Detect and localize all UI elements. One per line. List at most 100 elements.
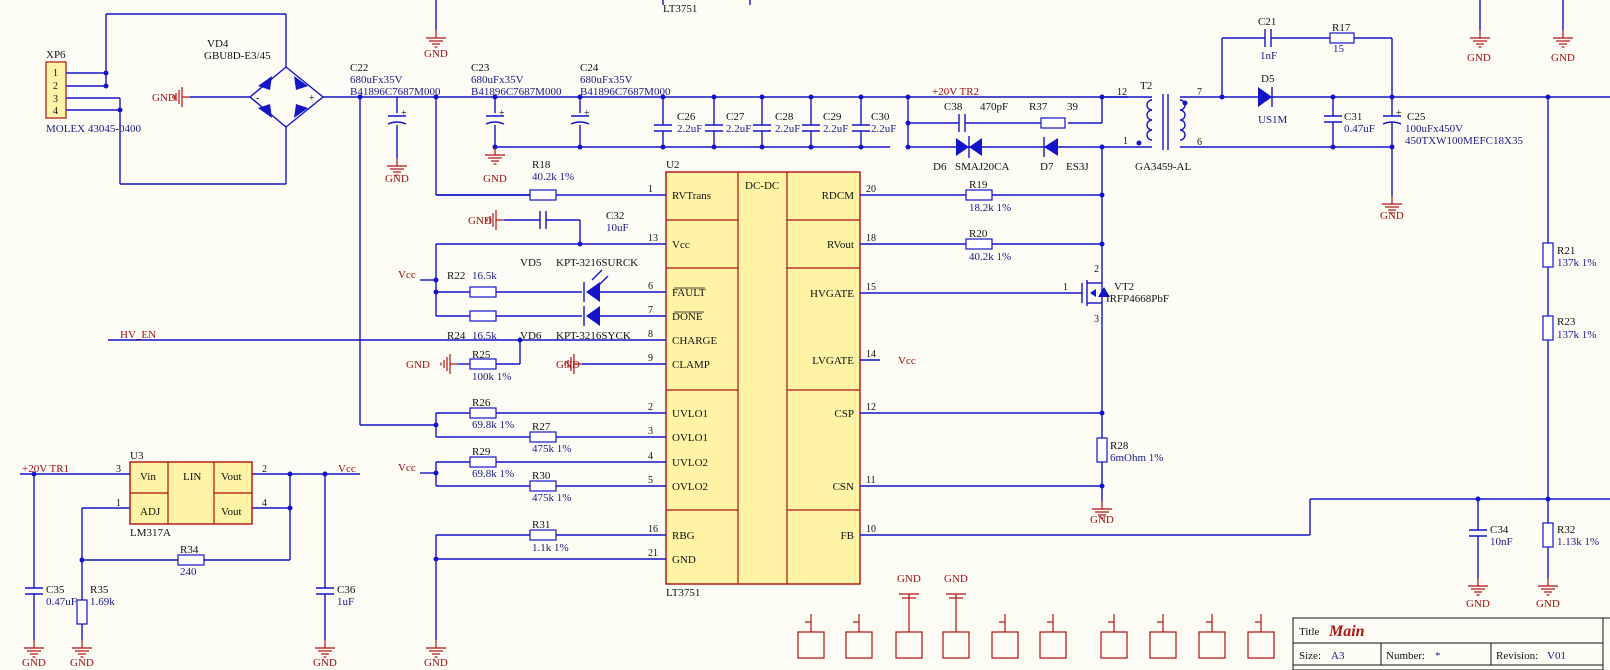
r24-value: 16.5k (472, 330, 497, 342)
d7-value: ES3J (1066, 161, 1089, 173)
r17-ref: R17 (1332, 22, 1351, 34)
transformer-t2: T2 GA3459-AL 12 1 7 6 (1102, 80, 1390, 173)
r26-ref: R26 (472, 397, 491, 409)
capacitor-c27: C27 2.2uF (704, 111, 751, 135)
tvs-diode-d6: D6 SMAJ20CA (933, 136, 1009, 173)
vd4-value: GBU8D-E3/45 (204, 50, 271, 62)
u2-pin-name: CSN (833, 481, 854, 493)
r30-value: 475k 1% (532, 492, 571, 504)
r25-value: 100k 1% (472, 371, 511, 383)
u2-pin-name: RDCM (822, 190, 855, 202)
c26-ref: C26 (677, 111, 696, 123)
resistor-r29: R29 69.8k 1% (469, 446, 514, 480)
title-value: Main (1328, 623, 1365, 640)
u2-pin-name: GND (672, 554, 696, 566)
gnd-symbol (1552, 29, 1574, 48)
u2-pin-number: 7 (648, 305, 653, 316)
r19-ref: R19 (969, 179, 988, 191)
c24-part: B41896C7687M000 (580, 86, 671, 98)
gnd-label: GND (1090, 514, 1114, 526)
vd6-value: KPT-3216SYCK (556, 330, 631, 342)
c28-ref: C28 (775, 111, 794, 123)
ic-u3: Vin ADJ LIN Vout Vout U3 LM317A 3 1 2 4 (116, 450, 267, 539)
test-point-row: GND GND (797, 573, 1275, 659)
u2-pin-name: LVGATE (812, 355, 854, 367)
r18-value: 40.2k 1% (532, 171, 574, 183)
r23-value: 137k 1% (1557, 329, 1596, 341)
gnd-label: GND (1467, 52, 1491, 64)
capacitor-c21: C21 1nF (1258, 16, 1277, 62)
c36-ref: C36 (337, 584, 356, 596)
capacitor-c34: C34 10nF (1468, 524, 1513, 548)
d6-ref: D6 (933, 161, 947, 173)
resistor-r25: R25 100k 1% (469, 349, 511, 383)
c35-value: 0.47uF (46, 596, 77, 608)
r26-value: 69.8k 1% (472, 419, 514, 431)
c27-ref: C27 (726, 111, 745, 123)
resistor-r22: R22 16.5k (447, 270, 497, 298)
capacitor-c35: C35 0.47uF (24, 584, 77, 608)
resistor-r18: R18 40.2k 1% (529, 159, 574, 201)
u2-pin-name: UVLO2 (672, 457, 708, 469)
c22-value: 680uFx35V (350, 74, 403, 86)
r29-value: 69.8k 1% (472, 468, 514, 480)
led-vd5: VD5 KPT-3216SURCK (520, 257, 638, 302)
vt2-value: IRFP4668PbF (1106, 293, 1169, 305)
c38-ref: C38 (944, 101, 963, 113)
gnd-symbol (314, 639, 336, 658)
c25-ref: C25 (1407, 111, 1426, 123)
r37-ref: R37 (1029, 101, 1048, 113)
r25-ref: R25 (472, 349, 491, 361)
c28-value: 2.2uF (775, 123, 800, 135)
c27-value: 2.2uF (726, 123, 751, 135)
r22-ref: R22 (447, 270, 465, 282)
r19-value: 18.2k 1% (969, 202, 1011, 214)
c34-ref: C34 (1490, 524, 1509, 536)
c21-ref: C21 (1258, 16, 1276, 28)
c25-part: 450TXW100MEFC18X35 (1405, 135, 1523, 147)
gnd-symbol (425, 29, 447, 48)
d5-value: US1M (1258, 114, 1288, 126)
u3-pin-1: 1 (116, 498, 121, 509)
mosfet-vt2: VT2 IRFP4668PbF 1 2 3 (1063, 264, 1169, 325)
svg-text:-: - (256, 93, 259, 104)
u3-adj: ADJ (140, 506, 161, 518)
u3-value: LM317A (130, 527, 171, 539)
resistor-r32: R32 1.13k 1% (1542, 522, 1599, 548)
r28-value: 6mOhm 1% (1110, 452, 1163, 464)
gnd-label: GND (1380, 210, 1404, 222)
resistor-r19: R19 18.2k 1% (965, 179, 1011, 214)
net-tr1: +20V TR1 (22, 463, 69, 475)
vd4-ref: VD4 (207, 38, 229, 50)
size-label: Size: (1299, 650, 1321, 662)
u2-pin-name: FAULT (672, 287, 706, 299)
gnd-label: GND (468, 215, 492, 227)
vt2-ref: VT2 (1114, 281, 1134, 293)
gnd-symbol (484, 146, 506, 165)
capacitor-c30: C30 2.2uF (851, 111, 896, 135)
gnd-label: GND (22, 657, 46, 669)
r21-value: 137k 1% (1557, 257, 1596, 269)
u2-pin-name: CSP (834, 408, 854, 420)
gnd-label: GND (424, 48, 448, 60)
gnd-label: GND (1466, 598, 1490, 610)
svg-text:+: + (1396, 108, 1402, 119)
gnd-label: GND (385, 173, 409, 185)
c31-value: 0.47uF (1344, 123, 1375, 135)
gnd-label: GND (897, 573, 921, 585)
u2-pin-number: 12 (866, 402, 876, 413)
u2-pin-name: Vcc (672, 239, 690, 251)
gnd-symbol (23, 639, 45, 658)
gnd-symbol (1469, 29, 1491, 48)
revision-value: V01 (1547, 650, 1566, 662)
r32-ref: R32 (1557, 524, 1575, 536)
xp6-ref: XP6 (46, 49, 66, 61)
resistor-r20: R20 40.2k 1% (965, 228, 1011, 263)
c30-ref: C30 (871, 111, 890, 123)
r24-ref: R24 (447, 330, 466, 342)
u2-pin-number: 14 (866, 349, 876, 360)
u3-lin: LIN (183, 471, 201, 483)
u2-pin-number: 1 (648, 184, 653, 195)
r23-ref: R23 (1557, 316, 1576, 328)
